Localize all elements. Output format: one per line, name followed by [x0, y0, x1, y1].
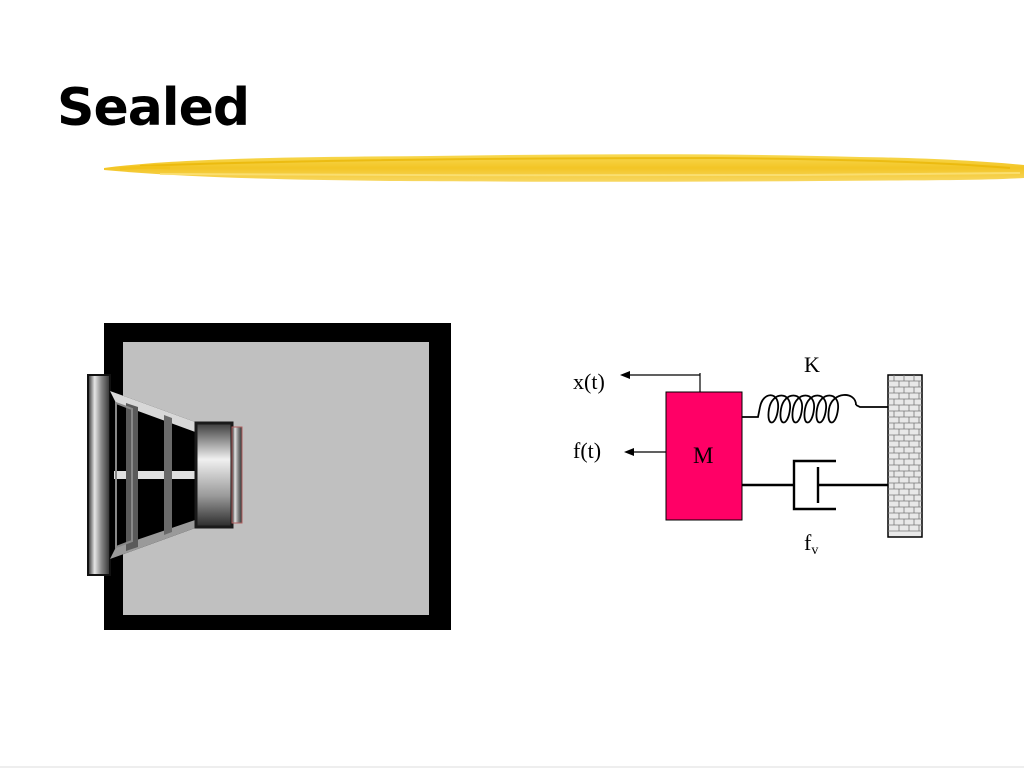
brick-wall-icon	[887, 374, 923, 538]
spring	[742, 394, 888, 424]
displacement-label: x(t)	[573, 369, 605, 394]
footer-divider	[0, 766, 1024, 768]
slide-title: Sealed	[57, 78, 250, 138]
spring-label: K	[804, 352, 820, 377]
damper	[742, 459, 888, 511]
displacement-arrowhead	[620, 371, 630, 379]
loudspeaker-driver-icon	[87, 374, 243, 576]
mass-block	[665, 391, 743, 521]
damper-label: fv	[804, 530, 818, 559]
title-brush-stroke	[104, 154, 1024, 182]
sealed-enclosure-illustration	[87, 323, 451, 630]
mass-spring-damper-diagram	[620, 371, 923, 538]
force-arrowhead	[624, 448, 634, 456]
force-label: f(t)	[573, 438, 602, 463]
mass-label: M	[693, 443, 714, 468]
damper-label-subscript: v	[811, 543, 819, 558]
damper-label-base: f	[804, 530, 812, 555]
